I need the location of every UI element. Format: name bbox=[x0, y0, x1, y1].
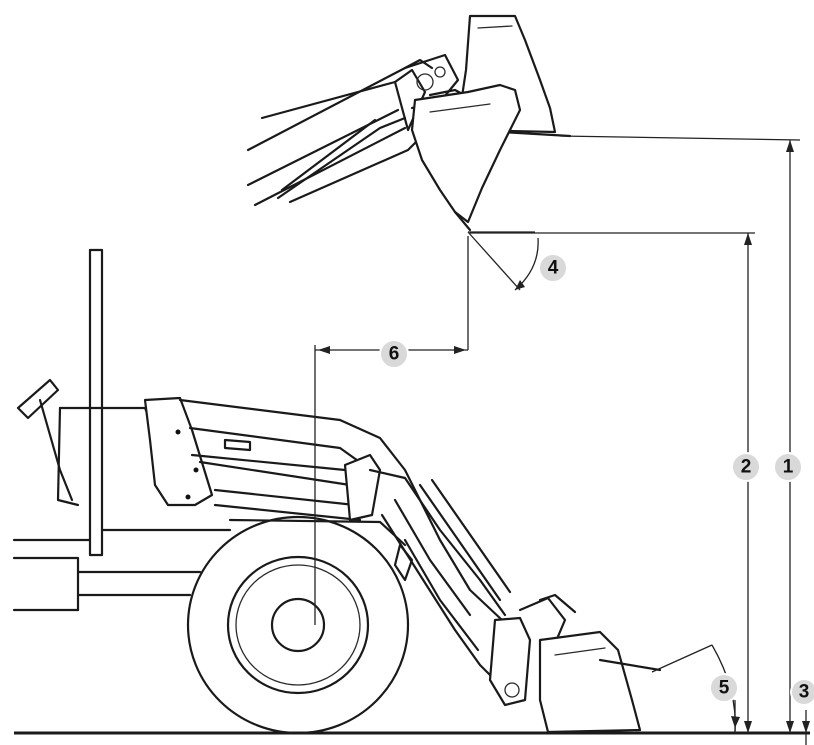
callout-2: 2 bbox=[731, 452, 761, 482]
raised-bucket bbox=[410, 14, 572, 232]
lowered-bucket bbox=[538, 593, 662, 734]
callout-1: 1 bbox=[773, 452, 803, 482]
dimension-1 bbox=[559, 135, 801, 733]
callout-6: 6 bbox=[379, 339, 409, 369]
callout-5-label: 5 bbox=[719, 678, 730, 699]
dimension-3 bbox=[802, 710, 810, 745]
dimension-2 bbox=[470, 232, 755, 733]
lowered-loader-arms bbox=[143, 396, 567, 707]
tractor-wheel bbox=[186, 515, 410, 735]
callout-4-label: 4 bbox=[548, 258, 559, 279]
callout-2-label: 2 bbox=[741, 457, 752, 478]
callout-4: 4 bbox=[538, 253, 568, 283]
dimension-4 bbox=[467, 231, 539, 291]
callout-1-label: 1 bbox=[783, 457, 794, 478]
dimension-6 bbox=[314, 236, 469, 625]
callout-3: 3 bbox=[790, 678, 814, 706]
callout-6-label: 6 bbox=[389, 344, 400, 365]
callout-5: 5 bbox=[709, 673, 739, 703]
callout-3-label: 3 bbox=[799, 682, 810, 703]
